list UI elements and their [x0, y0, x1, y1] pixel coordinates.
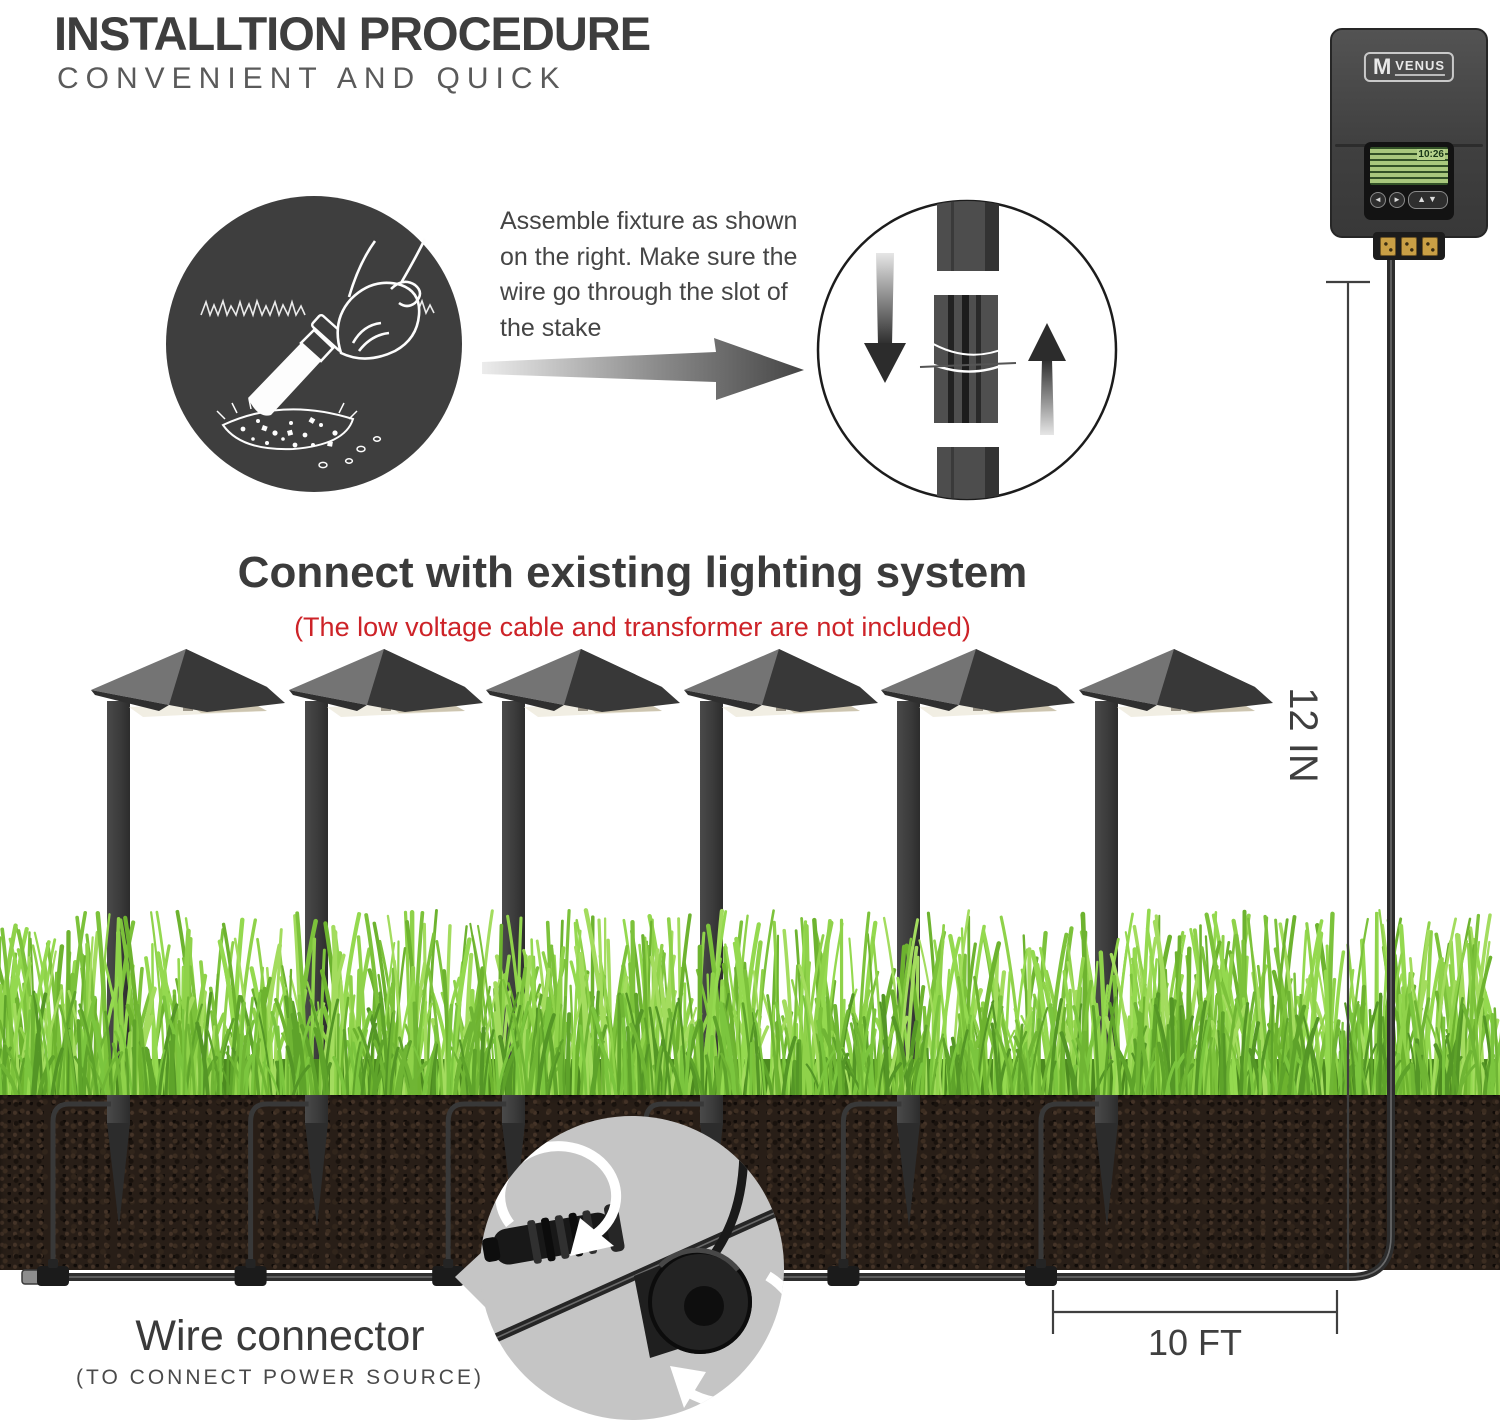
brand-logo-letter: M [1372, 54, 1392, 79]
cable-connector [37, 1266, 69, 1286]
terminal-lug [1401, 236, 1417, 256]
light-roof-edge [486, 690, 565, 711]
riser-wire [248, 1101, 309, 1275]
timer-module: 10:26 ◄ ► ▲▼ [1364, 142, 1454, 220]
dirt-icon [216, 398, 382, 469]
light-stake [107, 1123, 130, 1227]
light-roof-front [761, 649, 878, 712]
light-roof-edge [288, 690, 367, 711]
timer-left-button[interactable]: ◄ [1370, 192, 1386, 208]
stake-assembly-illustration [816, 199, 1118, 501]
light-pole [107, 701, 130, 1125]
riser-wire [445, 1101, 507, 1275]
timer-updown-button[interactable]: ▲▼ [1408, 191, 1448, 209]
terminal-lug [1422, 236, 1438, 256]
riser-wire [840, 1101, 902, 1275]
cable-connector-tab [1036, 1259, 1046, 1268]
wire-connector-sublabel: (TO CONNECT POWER SOURCE) [76, 1366, 484, 1389]
lcd-display: 10:26 [1370, 147, 1448, 185]
light-stake [1095, 1123, 1118, 1227]
riser-wire [1038, 1101, 1099, 1275]
lcd-time: 10:26 [1417, 149, 1445, 160]
riser-wire [50, 1101, 111, 1275]
terminal-block [1373, 232, 1445, 260]
cable-connector-tab [48, 1259, 58, 1268]
cable-connector [1025, 1266, 1057, 1286]
distance-dimension-line [1051, 1290, 1339, 1334]
height-dimension-line [1326, 280, 1370, 1270]
pole-segment-top [937, 201, 999, 271]
connect-note: (The low voltage cable and transformer a… [294, 612, 971, 642]
timer-right-button[interactable]: ► [1389, 192, 1405, 208]
light-roof-front [959, 649, 1076, 712]
down-arrow-icon [864, 253, 906, 383]
hand-icon [336, 238, 427, 360]
pole-segment-middle [919, 295, 1017, 423]
cable-connector-tab [443, 1259, 454, 1268]
cable-connector-tab [838, 1259, 849, 1268]
path-light [486, 649, 681, 1227]
main-cable-highlight [30, 238, 1392, 1278]
arrow-right-icon [482, 338, 804, 400]
page-subtitle: CONVENIENT AND QUICK [57, 62, 567, 95]
connect-heading: Connect with existing lighting system [237, 548, 1028, 597]
cable-connector-tab [245, 1259, 256, 1268]
light-roof-edge [683, 690, 762, 711]
cable-connector [432, 1266, 465, 1286]
wire-connector-inset [455, 1116, 784, 1420]
light-roof-edge [881, 690, 960, 711]
light-stake [304, 1123, 328, 1227]
terminal-lug [1380, 236, 1396, 256]
up-arrow-icon [1028, 323, 1066, 435]
cable-connector [234, 1266, 267, 1286]
page-title: INSTALLTION PROCEDURE [54, 7, 651, 60]
light-roof-front [366, 649, 483, 712]
brand-name: VENUS [1395, 58, 1446, 76]
digging-illustration [166, 196, 462, 492]
brand-logo: M VENUS [1363, 52, 1455, 82]
light-roof-edge [1079, 690, 1157, 711]
connect-section: Connect with existing lighting system (T… [130, 548, 1135, 643]
light-roof-front [564, 649, 681, 712]
assembly-instruction: Assemble fixture as shown on the right. … [500, 207, 798, 342]
wire-connector-label: Wire connector [135, 1312, 425, 1360]
light-stake [897, 1123, 921, 1227]
path-light [91, 649, 285, 1227]
pole-segment-bottom [937, 447, 999, 499]
connector-knob [634, 1145, 752, 1358]
cable-connector [827, 1266, 860, 1286]
light-roof-front [1157, 649, 1273, 712]
transformer-device: M VENUS 10:26 ◄ ► ▲▼ [1330, 28, 1488, 260]
grass-band [0, 908, 1500, 1095]
distance-label: 10 FT [1147, 1322, 1243, 1363]
light-roof-edge [91, 690, 169, 711]
light-roof-front [169, 649, 285, 712]
